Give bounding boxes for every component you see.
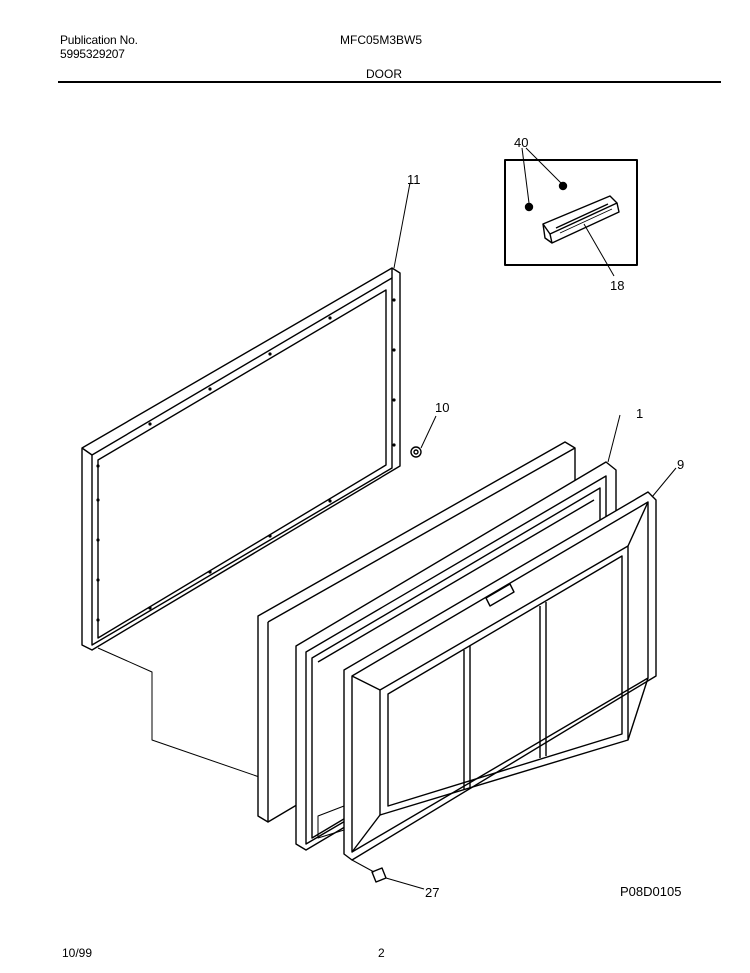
model-number: MFC05M3BW5 (340, 33, 423, 47)
handle-part (542, 195, 620, 244)
outer-door-panel (317, 467, 677, 861)
callout-40: 40 (514, 135, 528, 150)
page-number: 2 (378, 946, 385, 960)
panel-screw (351, 859, 425, 890)
figure-id: P08D0105 (620, 884, 682, 899)
screw (558, 181, 568, 191)
section-title: DOOR (366, 67, 402, 81)
header-divider (58, 81, 721, 83)
door-gasket (81, 182, 411, 651)
cabinet-outline (97, 647, 269, 781)
screw (524, 202, 534, 212)
publication-number: 5995329207 (60, 47, 125, 61)
callout-1: 1 (636, 406, 643, 421)
callout-11: 11 (407, 172, 421, 187)
footer-date: 10/99 (62, 946, 93, 960)
publication-label: Publication No. (60, 33, 138, 47)
hinge-screw (410, 415, 437, 458)
callout-27: 27 (425, 885, 439, 900)
gasket-holes (96, 298, 396, 622)
callout-10: 10 (435, 400, 449, 415)
publication-info: Publication No. 5995329207 (60, 33, 138, 61)
callout-18: 18 (610, 278, 624, 293)
handle-inset (504, 147, 638, 277)
callout-9: 9 (677, 457, 684, 472)
